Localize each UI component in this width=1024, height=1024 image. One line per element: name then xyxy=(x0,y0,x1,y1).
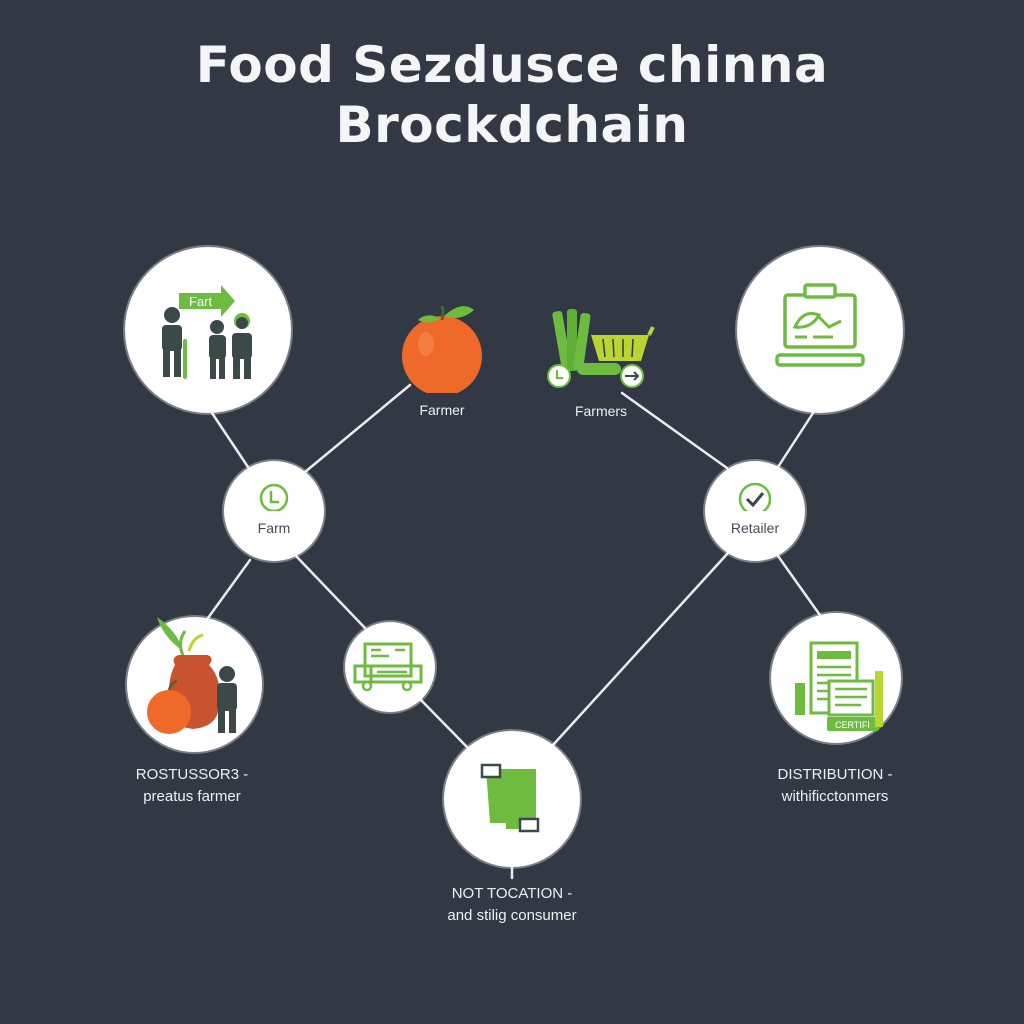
link-retailer-distribution xyxy=(776,554,824,620)
producer-caption-line-2: preatus farmer xyxy=(143,788,241,805)
delivery-truck-icon xyxy=(353,642,423,692)
fart-tag-label: Fart xyxy=(189,294,213,309)
produce-sack-icon xyxy=(147,617,237,734)
certificate-document-icon: CERTIFI xyxy=(795,641,883,731)
producer-caption: ROSTUSSOR3 - preatus farmer xyxy=(102,764,282,808)
link-retailer-dashboard xyxy=(776,408,817,469)
link-farm-farmer xyxy=(303,383,412,474)
checkmark-icon xyxy=(738,482,772,511)
distribution-caption: DISTRIBUTION - withificctonmers xyxy=(740,764,930,808)
truck-node[interactable] xyxy=(345,622,435,712)
consumer-node[interactable] xyxy=(444,731,580,867)
distribution-node[interactable]: CERTIFI xyxy=(771,613,901,743)
distribution-caption-line-1: DISTRIBUTION - xyxy=(777,766,893,783)
people-direction-icon: Fart xyxy=(162,285,252,379)
link-farm-truck xyxy=(294,554,367,630)
dashboard-node[interactable] xyxy=(737,247,903,413)
consumer-caption-line-1: NOT TOCATION - xyxy=(451,885,573,902)
orange-fruit-icon xyxy=(402,305,482,396)
farmers-item[interactable]: Farmers xyxy=(545,305,657,423)
certificate-tag-label: CERTIFI xyxy=(835,720,870,730)
shopping-bag-icon xyxy=(480,763,540,833)
producer-node[interactable] xyxy=(127,617,262,752)
link-consumer-retailer xyxy=(551,551,730,747)
consumer-caption: NOT TOCATION - and stilig consumer xyxy=(412,883,612,927)
producer-caption-line-1: ROSTUSSOR3 - xyxy=(135,766,249,783)
link-farm-producer xyxy=(206,558,252,620)
vegetable-cart-icon xyxy=(547,309,655,388)
farm-node[interactable]: Farm xyxy=(224,461,324,561)
farm-label: Farm xyxy=(257,520,291,536)
people-node[interactable]: Fart xyxy=(125,247,291,413)
retailer-label: Retailer xyxy=(730,520,780,536)
clock-icon xyxy=(259,483,289,511)
consumer-caption-line-2: and stilig consumer xyxy=(447,907,577,924)
retailer-node[interactable]: Retailer xyxy=(705,461,805,561)
farmer-label: Farmer xyxy=(419,402,465,418)
monitor-chart-icon xyxy=(775,283,865,367)
diagram-title-line-1: Food Sezdusce chinna xyxy=(195,36,829,94)
link-people-farm xyxy=(208,408,250,469)
distribution-caption-line-2: withificctonmers xyxy=(781,788,889,805)
farmer-item[interactable]: Farmer xyxy=(392,298,492,423)
farmers-label: Farmers xyxy=(574,403,628,419)
diagram-title-line-2: Brockdchain xyxy=(335,96,689,154)
link-farmers-retailer xyxy=(620,391,729,470)
link-truck-consumer xyxy=(416,695,469,749)
